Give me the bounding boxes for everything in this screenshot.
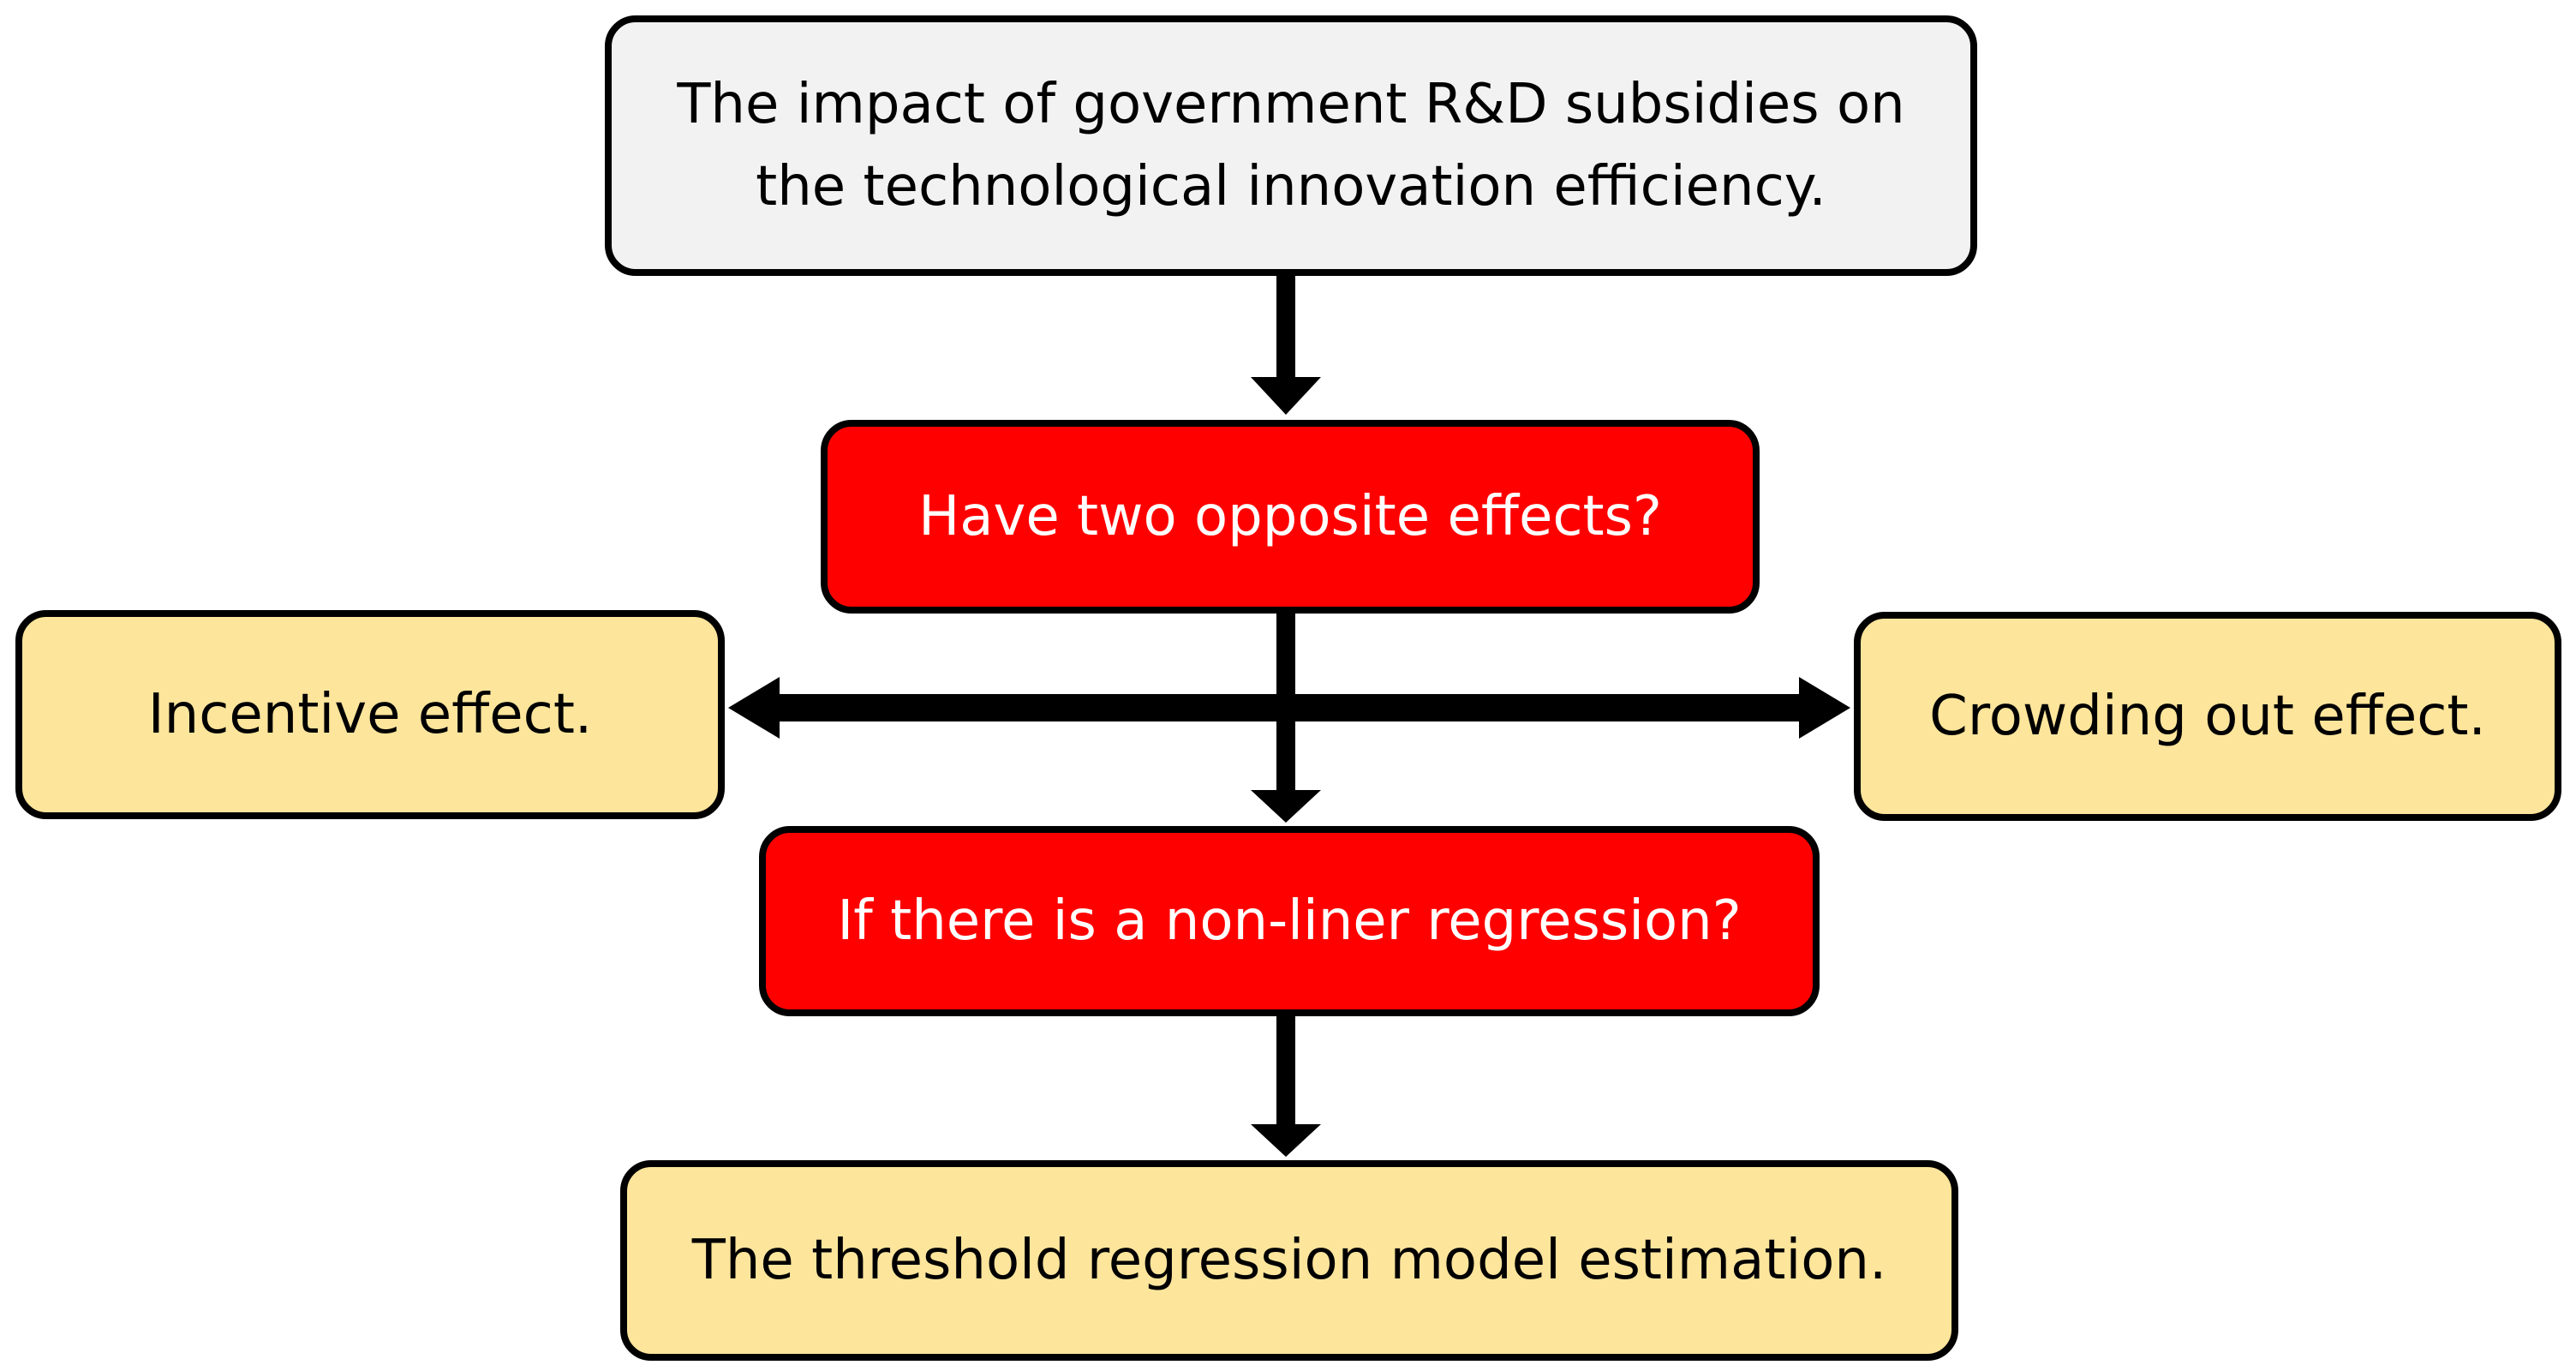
research-topic-box: The impact of government R&D subsidies o… — [605, 15, 1977, 276]
research-topic-text: The impact of government R&D subsidies o… — [677, 73, 1905, 219]
threshold-model-text: The threshold regression model estimatio… — [691, 1229, 1887, 1292]
incentive-effect-text: Incentive effect. — [147, 683, 593, 746]
nonlinear-regression-question-text: If there is a non-liner regression? — [837, 889, 1742, 953]
crowding-out-effect-box: Crowding out effect. — [1854, 612, 2561, 821]
nonlinear-regression-question-box: If there is a non-liner regression? — [759, 826, 1820, 1016]
opposite-effects-question-box: Have two opposite effects? — [821, 420, 1760, 614]
arrow-top-to-question1 — [1251, 276, 1321, 415]
crowding-out-effect-text: Crowding out effect. — [1929, 685, 2486, 748]
arrow-bidirectional-effects — [728, 677, 1850, 739]
incentive-effect-box: Incentive effect. — [15, 610, 725, 819]
arrow-question2-to-bottom — [1251, 1016, 1321, 1157]
opposite-effects-question-text: Have two opposite effects? — [918, 485, 1662, 548]
threshold-model-box: The threshold regression model estimatio… — [620, 1160, 1958, 1361]
